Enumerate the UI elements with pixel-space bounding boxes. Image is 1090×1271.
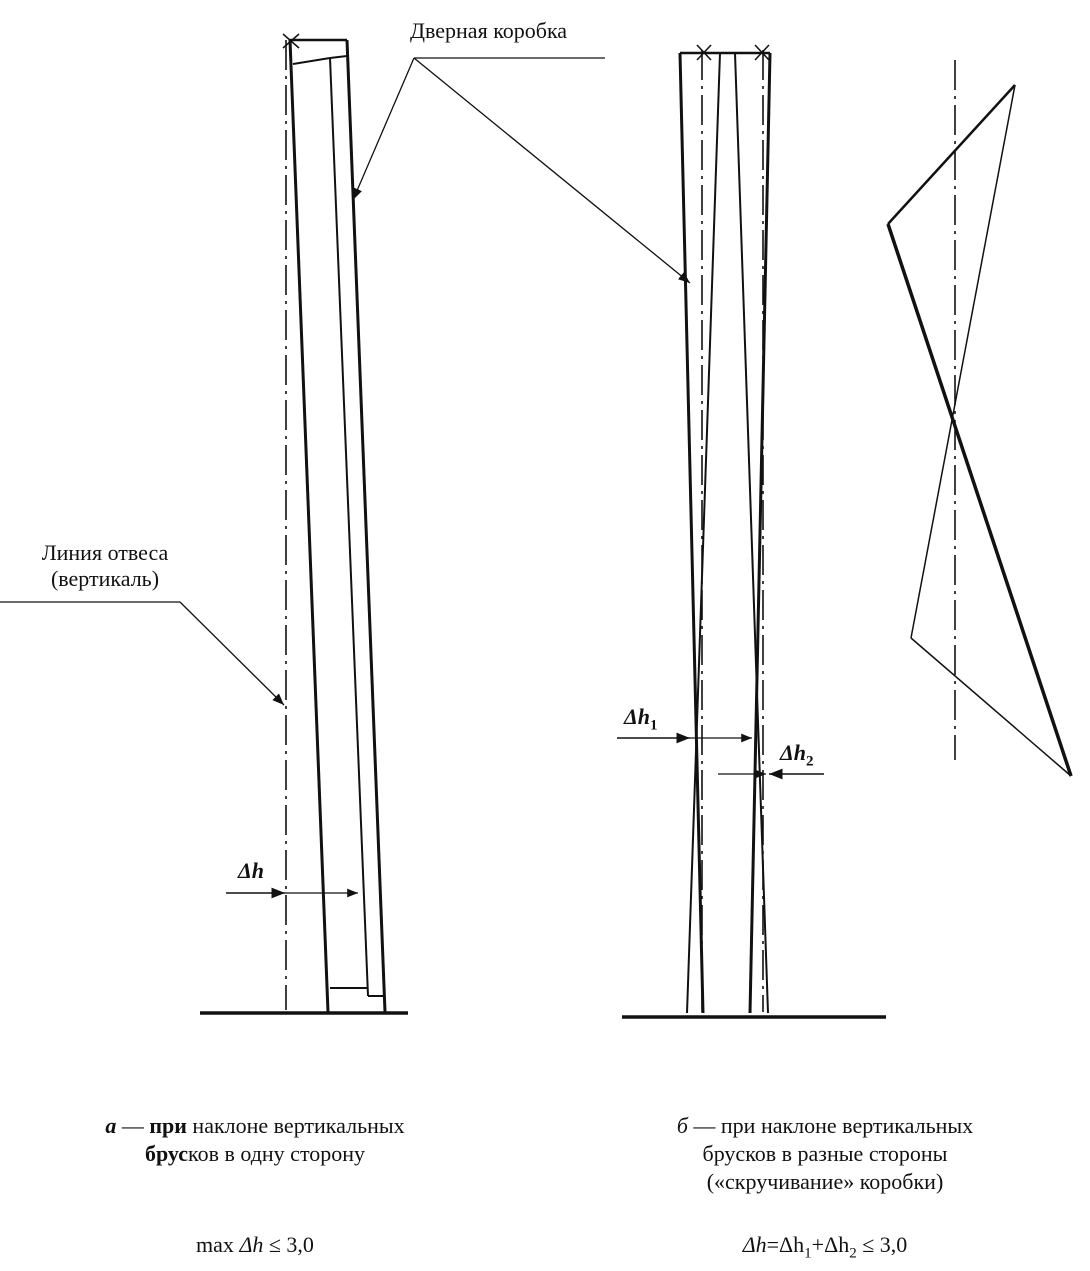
- caption-b: б — при наклоне вертикальных брусков в р…: [590, 1112, 1060, 1196]
- frame-a-rebate: [329, 57, 369, 997]
- dh1-label: Δh1: [624, 704, 658, 734]
- plumb-line-label-line1: Линия отвеса: [41, 540, 169, 565]
- frame-a-outer-right: [345, 39, 387, 1013]
- plumb-line-label-line2: (вертикаль): [50, 566, 160, 591]
- caption-b-line1: б — при наклоне вертикальных: [676, 1113, 974, 1138]
- dh2-label: Δh2: [780, 740, 814, 770]
- jamb-b-right-inner: [734, 52, 769, 1014]
- door-frame-label: Дверная коробка: [410, 18, 568, 43]
- jamb-b-left-inner: [686, 52, 721, 1014]
- frame-a-outer-left: [288, 39, 330, 1013]
- figure-b: [617, 44, 886, 1019]
- caption-b-line2: брусков в разные стороны: [702, 1141, 948, 1166]
- jamb-b-left-outer: [678, 52, 705, 1014]
- frame-a-rebate-top: [292, 57, 331, 65]
- twist-schematic: [886, 60, 1073, 777]
- plumb-line-label: Линия отвеса (вертикаль): [10, 540, 200, 592]
- caption-a-line1: а — при наклоне вертикальных: [105, 1113, 405, 1138]
- caption-a: а — при наклоне вертикальных брусков в о…: [20, 1112, 490, 1168]
- formula-a: max Δh ≤ 3,0: [196, 1232, 314, 1257]
- jamb-b-right-outer: [748, 52, 772, 1014]
- figure-a: [0, 33, 691, 1015]
- dh-label: Δh: [238, 858, 265, 883]
- frame-a-rebate-top2: [329, 55, 348, 59]
- caption-a-line2: брусков в одну сторону: [144, 1141, 366, 1166]
- formula-b: Δh=Δh1+Δh2 ≤ 3,0: [742, 1232, 908, 1262]
- caption-b-line3: («скручивание» коробки): [706, 1169, 944, 1194]
